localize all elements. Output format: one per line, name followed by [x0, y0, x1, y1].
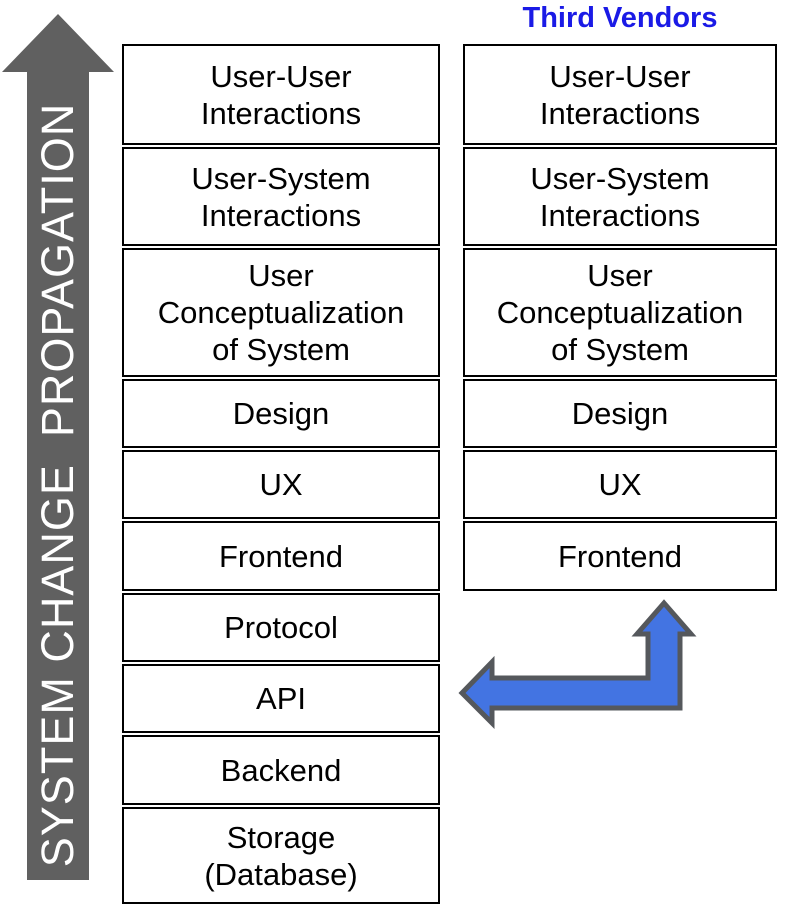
layer-user-user-interactions: User-User Interactions: [122, 44, 440, 145]
layer-backend: Backend: [122, 735, 440, 805]
system-stack: User-User Interactions User-System Inter…: [122, 44, 440, 904]
vendor-layer-user-system-interactions: User-System Interactions: [463, 147, 777, 246]
system-change-propagation-arrow: [2, 14, 114, 880]
layer-ux: UX: [122, 450, 440, 519]
third-vendor-stack: User-User Interactions User-System Inter…: [463, 44, 777, 591]
vendor-feedback-elbow-arrow: [458, 599, 697, 730]
vendor-layer-user-conceptualization: User Conceptualization of System: [463, 248, 777, 377]
system-change-propagation-label: SYSTEM CHANGE PROPAGATION: [32, 102, 83, 868]
vendor-layer-ux: UX: [463, 450, 777, 519]
layer-protocol: Protocol: [122, 593, 440, 662]
layer-storage-database: Storage (Database): [122, 807, 440, 904]
layer-design: Design: [122, 379, 440, 448]
layer-user-conceptualization: User Conceptualization of System: [122, 248, 440, 377]
layer-frontend: Frontend: [122, 521, 440, 591]
vendor-layer-frontend: Frontend: [463, 521, 777, 591]
third-vendors-title: Third Vendors: [522, 2, 718, 34]
vendor-layer-user-user-interactions: User-User Interactions: [463, 44, 777, 145]
vendor-layer-design: Design: [463, 379, 777, 448]
layer-api: API: [122, 664, 440, 733]
layer-user-system-interactions: User-System Interactions: [122, 147, 440, 246]
